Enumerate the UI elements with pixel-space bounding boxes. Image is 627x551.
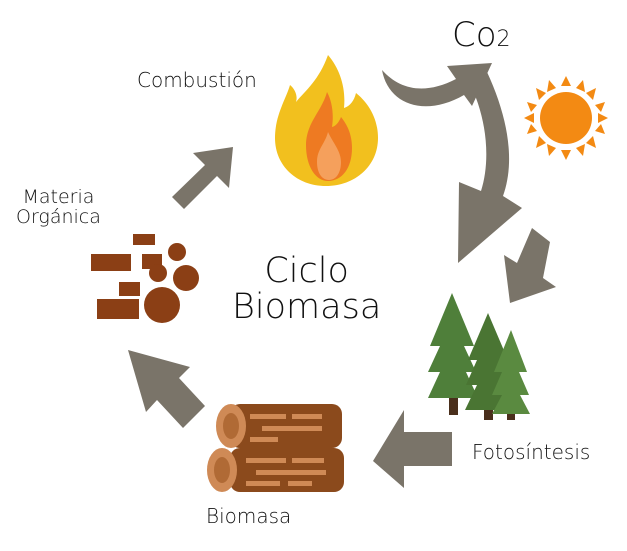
materia-organica-label: Materia Orgánica [16, 186, 101, 228]
organic-matter-icon [91, 234, 199, 323]
pine-trees-icon [428, 293, 530, 420]
materia-label-line2: Orgánica [16, 205, 101, 228]
logs-icon [207, 404, 344, 492]
co2-label-main: Co [452, 15, 497, 55]
arrow-sun-to-trees [504, 228, 556, 303]
arrow-materia-to-combustion [172, 147, 233, 209]
co2-to-trees-arrow [458, 72, 522, 263]
arrow-biomasa-to-materia [128, 350, 205, 428]
fotosintesis-label: Fotosíntesis [472, 440, 591, 464]
curved-arrow-icon [382, 63, 492, 107]
arrow-fotosintesis-to-biomasa [373, 410, 452, 488]
co2-label-subscript: 2 [496, 27, 511, 52]
materia-label-line1: Materia [22, 186, 95, 208]
title-line2: Biomasa [232, 286, 382, 327]
diagram-title: Ciclo Biomasa [232, 251, 382, 327]
biomasa-label: Biomasa [206, 504, 292, 528]
sun-icon [524, 76, 608, 160]
fire-icon [275, 55, 378, 186]
title-line1: Ciclo [264, 251, 349, 291]
co2-label: Co2 [452, 18, 511, 52]
combustion-label: Combustión [137, 68, 257, 92]
